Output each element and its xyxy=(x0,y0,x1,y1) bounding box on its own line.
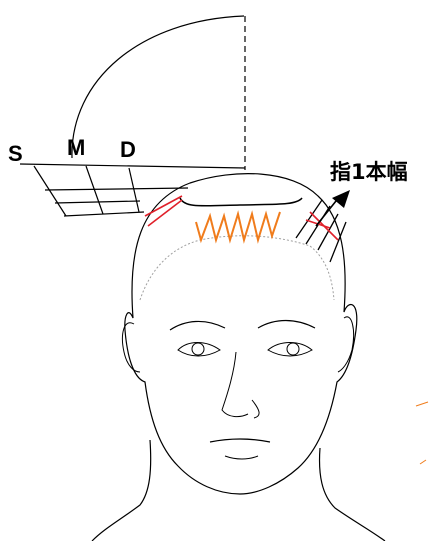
label-finger-width: 指1本幅 xyxy=(330,160,408,184)
right-guide-2 xyxy=(305,205,331,245)
eye-right xyxy=(267,342,313,357)
label-m: M xyxy=(67,135,86,160)
nostril xyxy=(251,399,260,419)
grid-row-2 xyxy=(54,200,141,204)
ear-right xyxy=(337,316,355,373)
elevation-arc xyxy=(71,15,245,159)
red-guide-left-2 xyxy=(147,199,183,227)
iris-left xyxy=(191,342,205,356)
eyebrow-left xyxy=(169,320,226,331)
ear-left xyxy=(121,322,141,373)
neck-left xyxy=(91,439,152,541)
right-guide-3 xyxy=(317,213,339,251)
mouth xyxy=(209,438,271,443)
horizontal-base-line xyxy=(19,163,246,169)
lower-lip xyxy=(224,455,259,460)
arrow-head xyxy=(332,190,350,208)
hairline-dotted xyxy=(139,235,335,301)
grid-row-3 xyxy=(63,211,145,217)
grid-line-1 xyxy=(33,165,67,217)
grid-line-2 xyxy=(85,165,104,215)
neck-right xyxy=(318,447,386,541)
stray-mark-1 xyxy=(415,401,429,407)
label-d: D xyxy=(120,137,136,162)
crown-section-line xyxy=(179,197,303,207)
eye-left xyxy=(177,342,221,357)
stray-mark-2 xyxy=(419,459,427,465)
orange-zigzag xyxy=(195,210,281,244)
nose xyxy=(221,351,249,418)
grid-row-1 xyxy=(44,187,189,191)
right-guide-4 xyxy=(329,221,347,263)
right-guide-1 xyxy=(295,199,323,239)
head-outline xyxy=(124,173,358,495)
label-s: S xyxy=(8,141,23,166)
grid-line-3 xyxy=(128,167,140,213)
eyebrow-right xyxy=(257,319,316,329)
iris-right xyxy=(286,342,300,356)
red-guide-left-1 xyxy=(144,195,183,217)
